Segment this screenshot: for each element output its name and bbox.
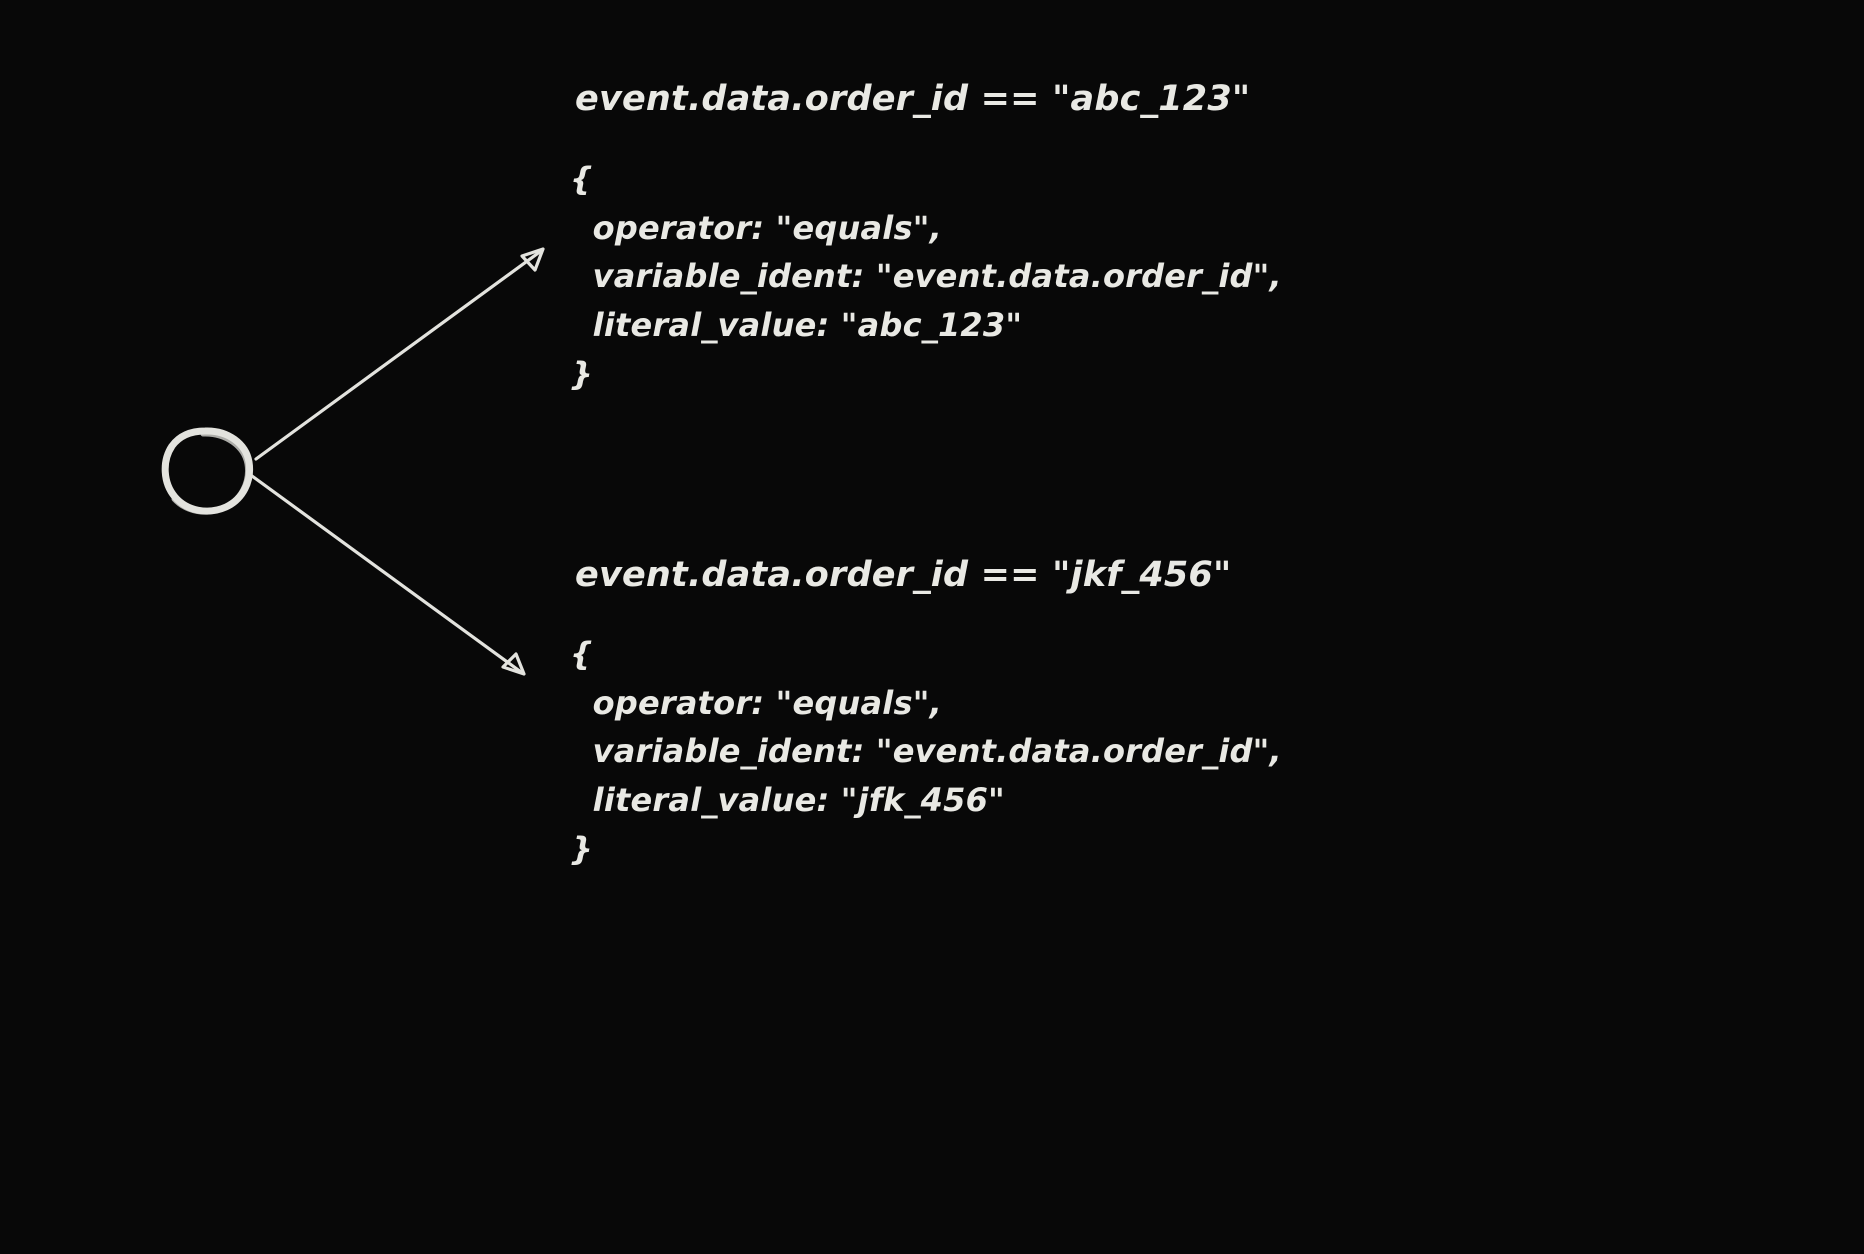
edge-to-branch-1 bbox=[254, 247, 545, 461]
edge-to-branch-2 bbox=[250, 474, 526, 676]
branch-1-ast: { operator: "equals", variable_ident: "e… bbox=[570, 160, 1282, 393]
root-condition-node[interactable] bbox=[161, 427, 254, 515]
arrowhead-icon bbox=[520, 247, 545, 272]
branch-2-ast: { operator: "equals", variable_ident: "e… bbox=[570, 635, 1282, 868]
branch-1-expression: event.data.order_id == "abc_123" bbox=[575, 79, 1251, 119]
branch-2-expression: event.data.order_id == "jkf_456" bbox=[575, 555, 1232, 595]
arrowhead-icon bbox=[501, 652, 526, 676]
